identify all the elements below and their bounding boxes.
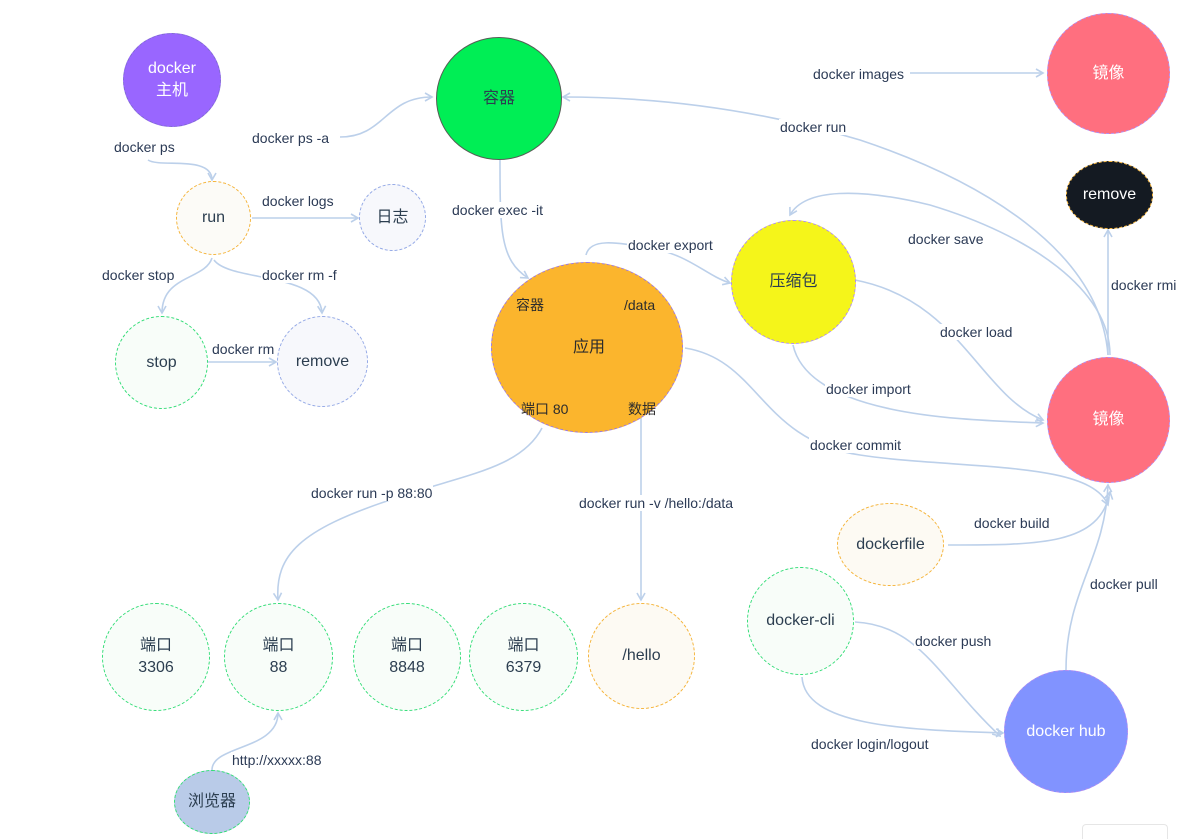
image-right-label: 镜像 (1092, 411, 1125, 428)
container-inner-data-path: /data (624, 297, 656, 313)
corner-widget (1082, 824, 1168, 839)
remove-black-label: remove (1082, 186, 1137, 203)
stop-label: stop (146, 353, 177, 371)
remove-left-label: remove (295, 352, 350, 370)
edge-docker-push (854, 621, 1002, 738)
port-8848-line2: 8848 (389, 659, 425, 676)
log-label: 日志 (376, 208, 409, 226)
label-docker-login: docker login/logout (810, 736, 930, 752)
docker-cli-node: docker-cli (747, 567, 854, 675)
container-node: 容器 (436, 37, 562, 160)
archive-node: 压缩包 (731, 220, 856, 344)
edge-http (211, 711, 283, 771)
label-docker-logs: docker logs (261, 193, 335, 209)
run-node: run (176, 181, 251, 255)
port-8848-node: 端口 8848 (353, 603, 461, 711)
run-label: run (201, 209, 226, 226)
port-88-line1: 端口 (262, 637, 295, 654)
container-inner-port: 端口 80 (521, 401, 569, 417)
port-88-node: 端口 88 (224, 603, 333, 711)
port-6379-line2: 6379 (505, 659, 542, 676)
docker-host-node: docker 主机 (123, 33, 221, 127)
label-docker-ps: docker ps (113, 139, 176, 155)
label-docker-build: docker build (973, 515, 1051, 531)
archive-label: 压缩包 (769, 273, 818, 290)
image-top-label: 镜像 (1092, 64, 1125, 82)
label-docker-images: docker images (812, 66, 906, 82)
edge-docker-ps (147, 159, 217, 182)
edge-docker-run-p (272, 427, 543, 602)
edge-docker-import (792, 344, 1045, 428)
stop-node: stop (115, 316, 208, 409)
docker-hub-label: docker hub (1026, 722, 1106, 740)
hello-node: /hello (588, 603, 695, 709)
docker-cli-label: docker-cli (766, 612, 835, 629)
label-http: http://xxxxx:88 (231, 752, 323, 768)
container-inner-app: 应用 (573, 339, 606, 356)
label-docker-ps-a: docker ps -a (251, 130, 331, 146)
running-container-node (491, 262, 683, 433)
browser-node: 浏览器 (174, 770, 250, 834)
image-right-node: 镜像 (1047, 357, 1170, 483)
label-docker-run-v: docker run -v /hello:/data (578, 495, 735, 511)
port-3306-line2: 3306 (138, 659, 174, 676)
docker-hub-node: docker hub (1004, 670, 1128, 793)
label-docker-rm: docker rm (211, 341, 276, 357)
port-6379-node: 端口 6379 (469, 603, 578, 711)
label-docker-save: docker save (907, 231, 985, 247)
port-6379-line1: 端口 (507, 637, 540, 654)
container-label: 容器 (482, 89, 515, 107)
edge-docker-build (947, 490, 1114, 546)
edge-docker-login (801, 676, 1005, 738)
browser-label: 浏览器 (187, 793, 236, 810)
label-docker-push: docker push (914, 633, 993, 649)
dockerfile-label: dockerfile (856, 535, 925, 553)
edge-docker-commit (684, 347, 1110, 507)
container-inner-data: 数据 (628, 401, 656, 417)
label-docker-pull: docker pull (1089, 576, 1159, 592)
label-docker-stop: docker stop (101, 267, 176, 283)
label-docker-load: docker load (939, 324, 1014, 340)
label-docker-export: docker export (627, 237, 714, 253)
label-docker-commit: docker commit (809, 437, 903, 453)
label-docker-import: docker import (825, 381, 912, 397)
log-node: 日志 (359, 184, 426, 251)
label-docker-rm-f: docker rm -f (261, 267, 338, 283)
port-88-line2: 88 (269, 659, 288, 676)
edge-docker-ps-a (339, 92, 434, 138)
remove-left-node: remove (277, 316, 368, 407)
port-3306-line1: 端口 (139, 637, 172, 654)
dockerfile-node: dockerfile (837, 503, 944, 586)
image-top-node: 镜像 (1047, 13, 1170, 134)
edge-docker-load (854, 279, 1045, 422)
docker-host-line2: 主机 (155, 82, 188, 99)
edge-docker-run (561, 92, 1109, 356)
edge-docker-save (789, 192, 1111, 356)
label-docker-rmi: docker rmi (1110, 277, 1178, 293)
edge-docker-exec (499, 159, 530, 279)
container-inner-title: 容器 (516, 297, 544, 313)
edge-docker-stop (157, 257, 213, 315)
port-8848-line1: 端口 (390, 637, 423, 654)
hello-label: /hello (622, 647, 661, 664)
label-docker-run-p: docker run -p 88:80 (310, 485, 434, 501)
edge-docker-pull (1065, 483, 1113, 671)
label-docker-run: docker run (779, 119, 848, 135)
label-docker-exec: docker exec -it (451, 202, 545, 218)
remove-black-node: remove (1066, 161, 1153, 229)
port-3306-node: 端口 3306 (102, 603, 210, 711)
docker-host-line1: docker (147, 60, 197, 77)
